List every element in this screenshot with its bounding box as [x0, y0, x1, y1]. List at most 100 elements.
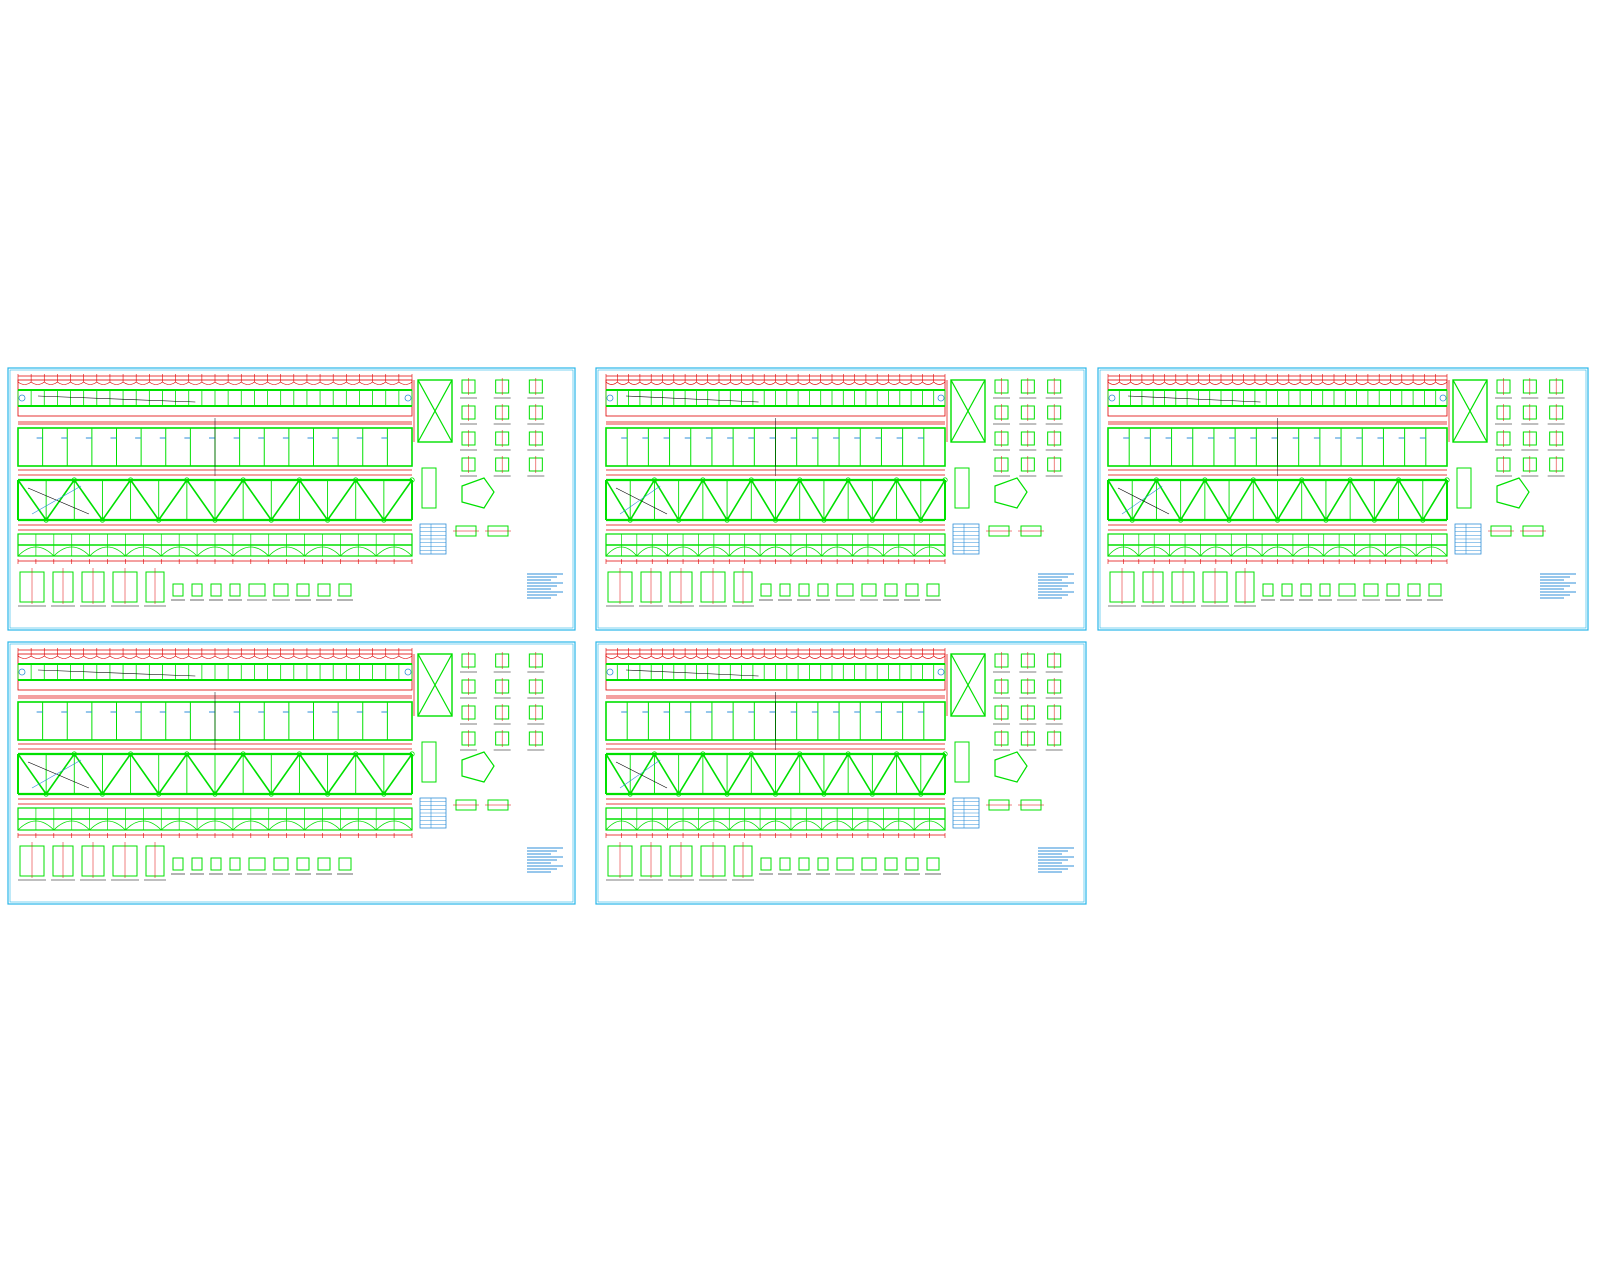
arch-member: [852, 820, 884, 831]
joint-node: [1202, 477, 1208, 483]
connection-detail: [296, 857, 310, 871]
arc-mark: [267, 655, 281, 659]
joint-node: [676, 517, 682, 523]
arc-mark: [1390, 381, 1402, 385]
arc-mark: [1356, 381, 1369, 385]
arch-member: [883, 546, 915, 557]
arc-mark: [831, 655, 844, 659]
panel-truss-elevation: [17, 474, 415, 526]
panel-bottom-chord: [605, 803, 946, 838]
panel-truss-elevation: [605, 748, 948, 800]
joint-node: [627, 791, 633, 797]
arch-member: [53, 546, 90, 557]
joint-node: [240, 751, 246, 757]
arc-mark: [899, 655, 912, 659]
arch-member: [1230, 546, 1263, 557]
arc-mark: [843, 655, 855, 659]
diagonal-member: [823, 479, 849, 521]
arc-mark: [1243, 381, 1256, 385]
arch-member: [89, 820, 126, 831]
arch-member: [698, 820, 730, 831]
arc-mark: [162, 381, 176, 385]
arc-mark: [241, 655, 255, 659]
arc-mark: [175, 381, 189, 385]
arc-mark: [175, 655, 189, 659]
diagonal-member: [677, 753, 704, 795]
arc-mark: [605, 655, 618, 659]
node-detail: [417, 379, 453, 443]
diagonal-member: [186, 479, 216, 521]
arc-mark: [398, 381, 413, 385]
joint-node: [1153, 477, 1160, 483]
diagonal-member: [383, 479, 413, 521]
arch-member: [268, 820, 305, 831]
connection-detail: [1319, 583, 1331, 597]
arc-mark: [162, 655, 176, 659]
panel-web-plan: [605, 692, 946, 750]
arch-member: [1107, 546, 1140, 557]
diagonal-member: [242, 479, 272, 521]
diagonal-member: [270, 753, 301, 795]
arch-member: [605, 546, 638, 557]
arch-member: [759, 820, 792, 831]
connection-detail: [1300, 583, 1312, 597]
arc-mark: [786, 381, 799, 385]
panel-chord-plan: [605, 648, 946, 697]
connection-detail: [1363, 583, 1379, 597]
detail-row: [606, 842, 941, 881]
panel-bottom-chord: [1107, 529, 1448, 564]
diagonal-member: [726, 479, 752, 521]
diagonal-member: [702, 753, 728, 795]
arc-mark: [372, 655, 386, 659]
leader-line: [615, 761, 668, 789]
arc-mark: [764, 655, 776, 659]
panel-web-plan: [1107, 418, 1448, 476]
diagonal-member: [1228, 479, 1254, 521]
arc-mark: [70, 655, 84, 659]
diagonal-member: [326, 753, 357, 795]
joint-node: [381, 791, 387, 797]
gusset-plate-detail: [461, 477, 495, 509]
diagonal-member: [629, 753, 656, 795]
joint-node: [869, 791, 875, 797]
leader-line: [27, 487, 90, 515]
arc-mark: [617, 381, 629, 385]
gusset-plate-detail: [1496, 477, 1530, 509]
panel-web-plan: [605, 418, 946, 476]
diagonal-member: [45, 479, 75, 521]
joint-node: [918, 791, 924, 797]
support-mark: [937, 394, 945, 402]
diagonal-member: [677, 479, 704, 521]
gusset-plate-detail: [994, 751, 1028, 783]
joint-node: [772, 517, 779, 523]
diagonal-member: [129, 753, 160, 795]
arc-mark: [149, 655, 163, 659]
sheet-frame: [595, 641, 1087, 905]
arch-member: [852, 546, 884, 557]
sheet-inner-frame: [597, 369, 1085, 629]
diagonal-member: [605, 753, 631, 795]
arc-mark: [267, 381, 281, 385]
arc-mark: [136, 655, 150, 659]
arc-mark: [933, 655, 946, 659]
joint-node: [156, 791, 162, 797]
arc-mark: [1153, 381, 1165, 385]
arc-mark: [319, 381, 334, 385]
arch-member: [728, 820, 761, 831]
arc-mark: [707, 381, 720, 385]
arc-mark: [933, 381, 946, 385]
arc-mark: [83, 381, 97, 385]
arch-member: [605, 820, 638, 831]
arc-mark: [385, 381, 400, 385]
arch-member: [232, 820, 270, 831]
arc-mark: [280, 381, 294, 385]
joint-node: [240, 477, 246, 483]
panel-truss-elevation: [1107, 474, 1450, 526]
panel-bottom-chord: [17, 803, 413, 838]
support-mark: [606, 668, 614, 676]
joint-node: [1420, 517, 1426, 523]
arc-mark: [752, 381, 765, 385]
arc-mark: [109, 655, 124, 659]
connection-detail: [248, 583, 266, 597]
panel-web-plan: [17, 418, 413, 476]
